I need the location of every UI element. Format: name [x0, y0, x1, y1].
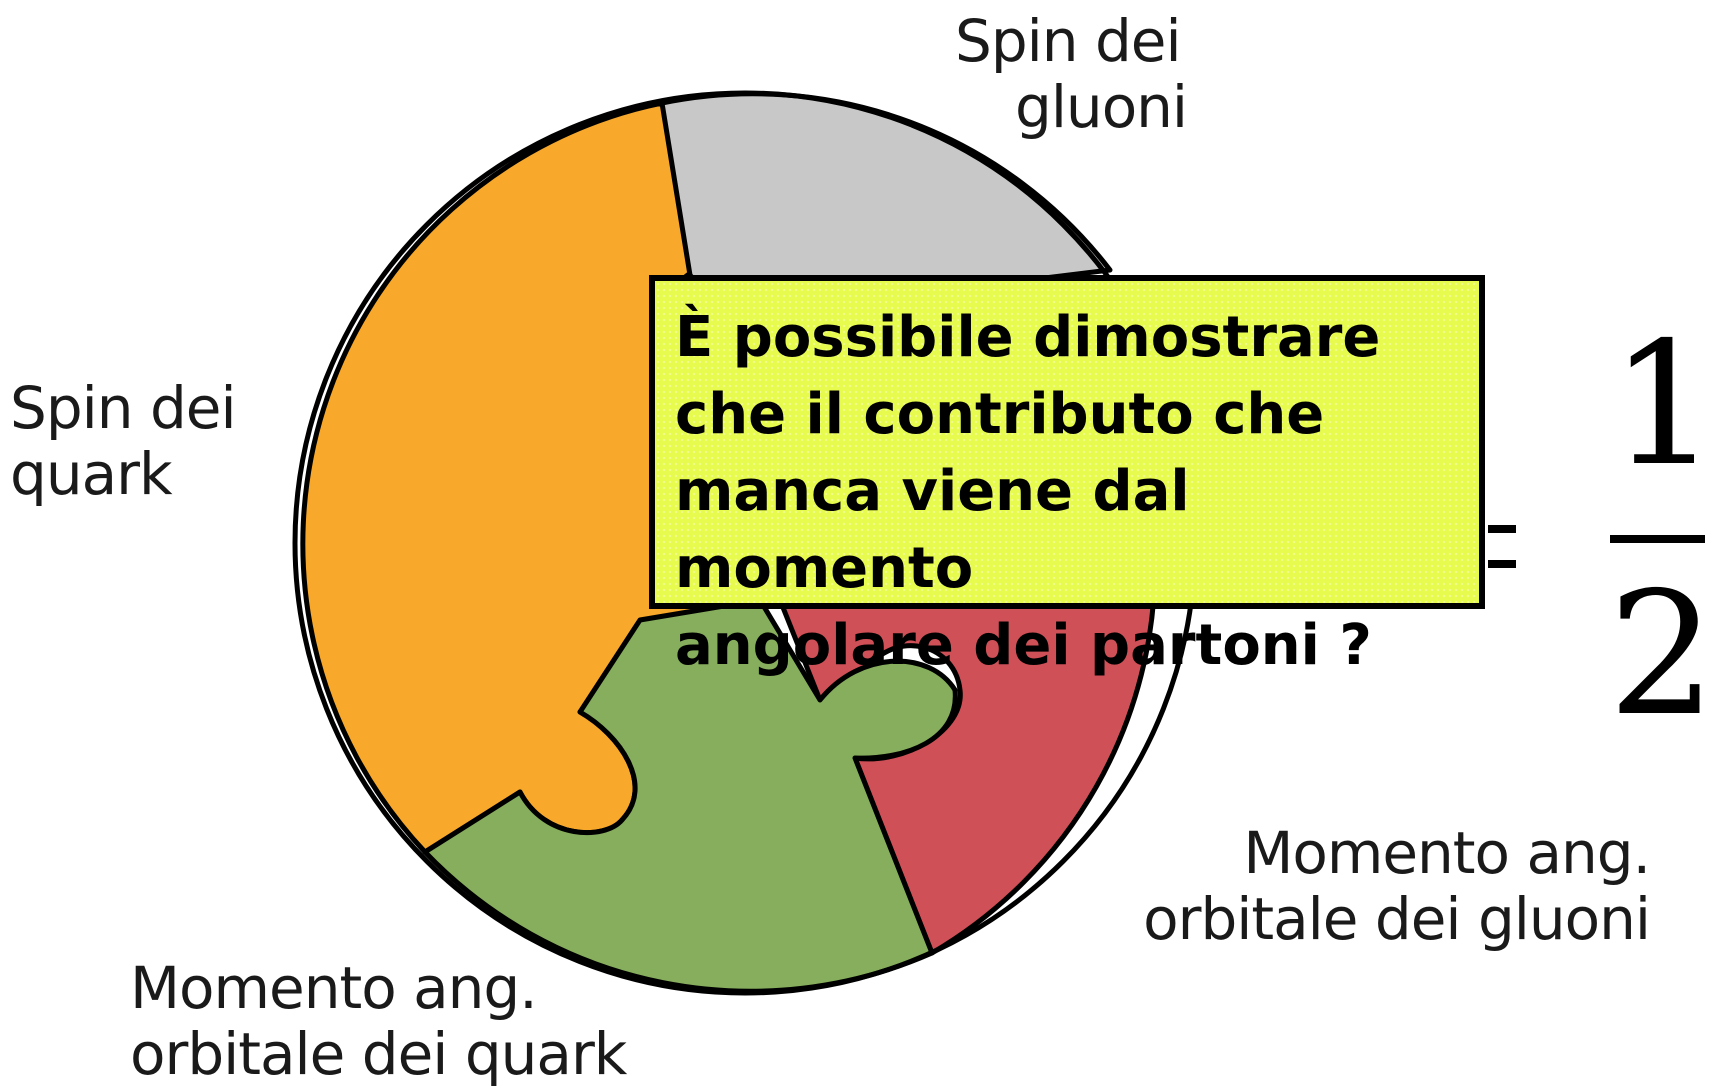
- label-quark-orbital: Momento ang. orbitale dei quark: [130, 954, 627, 1088]
- callout-text: È possibile dimostrare che il contributo…: [675, 305, 1381, 678]
- fraction-denominator: 2: [1608, 556, 1712, 754]
- question-callout: È possibile dimostrare che il contributo…: [649, 275, 1485, 678]
- label-gluon-spin-line2: gluoni: [1015, 73, 1188, 141]
- label-gluon-spin: Spin dei gluoni: [955, 7, 1188, 141]
- label-gluon-orbital: Momento ang. orbitale dei gluoni: [1090, 819, 1651, 953]
- label-gluon-orbital-line2: orbitale dei gluoni: [1143, 885, 1651, 953]
- label-quark-spin-line2: quark: [10, 440, 173, 508]
- label-gluon-orbital-line1: Momento ang.: [1243, 819, 1651, 887]
- equals-sign-top: [1488, 525, 1516, 533]
- label-gluon-spin-line1: Spin dei: [955, 7, 1182, 75]
- label-quark-spin: Spin dei quark: [10, 374, 237, 508]
- label-quark-orbital-line2: orbitale dei quark: [130, 1020, 627, 1088]
- label-quark-spin-line1: Spin dei: [10, 374, 237, 442]
- fraction-bar: [1610, 535, 1705, 543]
- fraction-numerator: 1: [1610, 306, 1712, 504]
- equals-sign-bottom: [1488, 560, 1516, 568]
- label-quark-orbital-line1: Momento ang.: [130, 954, 538, 1022]
- slice-quark-orbital: [422, 597, 958, 994]
